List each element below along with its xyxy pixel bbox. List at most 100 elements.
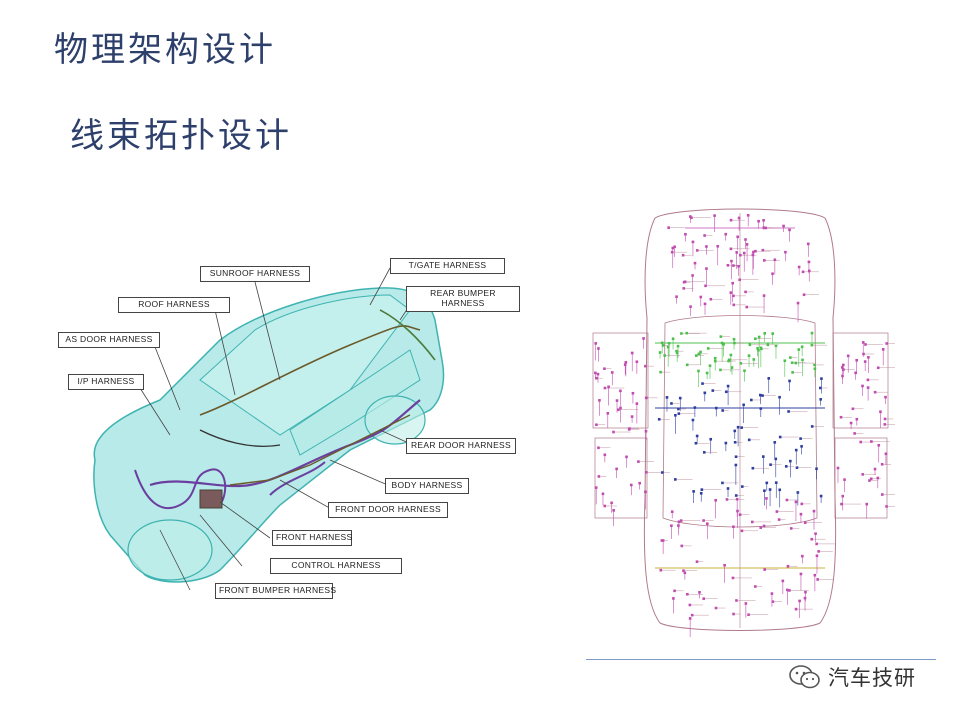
topology-node xyxy=(612,430,615,434)
label-rear-bumper-line1: REAR BUMPER xyxy=(430,288,496,298)
topology-node xyxy=(791,371,794,374)
topology-node xyxy=(596,372,600,376)
topology-node xyxy=(747,354,751,357)
topology-node xyxy=(876,366,880,370)
topology-node xyxy=(761,455,765,458)
topology-node xyxy=(732,303,736,307)
label-body-harness: BODY HARNESS xyxy=(385,478,469,494)
watermark-text: 汽车技研 xyxy=(828,666,916,690)
topology-drawing xyxy=(592,208,901,638)
topology-node xyxy=(675,351,679,355)
topology-node xyxy=(661,471,664,474)
topology-node xyxy=(691,274,694,277)
topology-node xyxy=(841,374,844,378)
topology-node xyxy=(855,358,859,362)
label-tgate-harness: T/GATE HARNESS xyxy=(390,258,505,274)
topology-node xyxy=(814,532,817,535)
label-rear-bumper-harness: REAR BUMPER HARNESS xyxy=(406,286,520,312)
topology-node xyxy=(670,402,673,405)
topology-node xyxy=(810,343,814,347)
topology-node xyxy=(711,389,715,392)
topology-node xyxy=(607,385,610,389)
topology-node xyxy=(731,281,735,285)
topology-node xyxy=(702,451,706,454)
topology-node xyxy=(807,269,811,273)
vehicle-outline xyxy=(643,208,837,631)
topology-node xyxy=(743,369,746,373)
wire-brown-body xyxy=(229,414,411,486)
topology-node xyxy=(748,343,752,347)
topology-node xyxy=(883,423,887,426)
topology-node xyxy=(661,539,665,542)
topology-node xyxy=(842,363,845,367)
topology-node xyxy=(812,509,816,513)
topology-node xyxy=(729,247,733,251)
topology-node xyxy=(671,246,675,250)
wire-purple-engine xyxy=(134,468,227,510)
topology-node xyxy=(801,358,804,362)
topology-node xyxy=(685,331,689,335)
topology-node xyxy=(815,467,818,471)
topology-node xyxy=(732,294,735,298)
topology-node xyxy=(733,341,736,345)
topology-node xyxy=(722,343,725,346)
topology-node xyxy=(765,497,768,500)
topology-node xyxy=(803,596,807,600)
topology-node xyxy=(697,352,701,356)
topology-node xyxy=(745,243,749,246)
topology-node xyxy=(628,427,631,430)
topology-node xyxy=(762,294,766,297)
topology-node xyxy=(610,371,614,374)
topology-node xyxy=(677,412,681,415)
topology-node xyxy=(778,435,782,439)
topology-node xyxy=(797,348,801,351)
topology-node xyxy=(870,440,873,443)
topology-node xyxy=(708,364,712,367)
topology-node xyxy=(760,347,763,351)
topology-node xyxy=(670,250,674,254)
topology-node xyxy=(840,366,844,369)
topology-node xyxy=(800,345,804,349)
topology-node xyxy=(740,529,744,533)
topology-node xyxy=(660,341,664,345)
topology-node xyxy=(851,407,855,411)
topology-node xyxy=(610,501,613,505)
wechat-icon xyxy=(789,665,820,689)
topology-node xyxy=(734,455,738,459)
topology-node xyxy=(763,259,766,262)
topology-node xyxy=(597,475,601,478)
topology-node xyxy=(704,284,707,288)
topology-node xyxy=(713,214,716,217)
topology-node xyxy=(752,358,756,361)
topology-node xyxy=(688,603,692,607)
topology-node xyxy=(661,344,665,347)
topology-node xyxy=(751,466,755,470)
topology-node xyxy=(740,426,743,429)
topology-node xyxy=(788,589,791,592)
topology-node xyxy=(866,378,870,382)
leader-lines xyxy=(139,267,416,591)
topology-node xyxy=(781,579,785,583)
topology-node xyxy=(789,356,792,359)
topology-node xyxy=(798,599,801,603)
label-as-door-harness: AS DOOR HARNESS xyxy=(58,332,160,348)
topology-node xyxy=(797,265,801,269)
topology-node xyxy=(880,493,884,496)
topology-node xyxy=(744,602,748,605)
page-title: 物理架构设计 xyxy=(54,30,276,70)
topology-node xyxy=(644,429,648,433)
topology-node xyxy=(681,253,685,257)
topology-node xyxy=(693,406,697,409)
wire-green-tail xyxy=(379,309,436,361)
topology-node xyxy=(877,443,881,447)
topology-node xyxy=(841,494,845,498)
topology-node xyxy=(726,487,730,490)
topology-node xyxy=(731,576,735,580)
footer-divider xyxy=(586,659,936,660)
topology-node xyxy=(625,455,628,459)
topology-node xyxy=(788,228,791,232)
topology-node xyxy=(794,448,798,452)
topology-node xyxy=(763,489,766,492)
topology-node xyxy=(612,509,615,512)
topology-node xyxy=(778,395,781,399)
